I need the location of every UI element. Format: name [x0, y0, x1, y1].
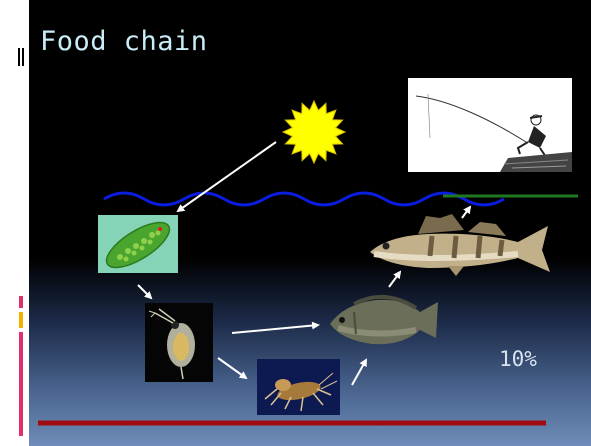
- zooplankton-picture: [145, 303, 213, 382]
- arrow-zooplankton-to-larva: [218, 358, 246, 378]
- arrow-zooplankton-to-small-fish: [232, 325, 318, 333]
- arrow-algae-to-zooplankton: [138, 285, 151, 298]
- small-fish-picture: [324, 290, 442, 352]
- arrow-larva-to-small-fish: [352, 360, 366, 385]
- predator-fish-picture: [368, 212, 552, 278]
- sun-icon: [283, 101, 345, 163]
- larva-picture: [257, 359, 340, 415]
- sun-shape: [283, 101, 345, 163]
- percent-label: 10%: [499, 347, 537, 371]
- algae-picture: [98, 215, 178, 273]
